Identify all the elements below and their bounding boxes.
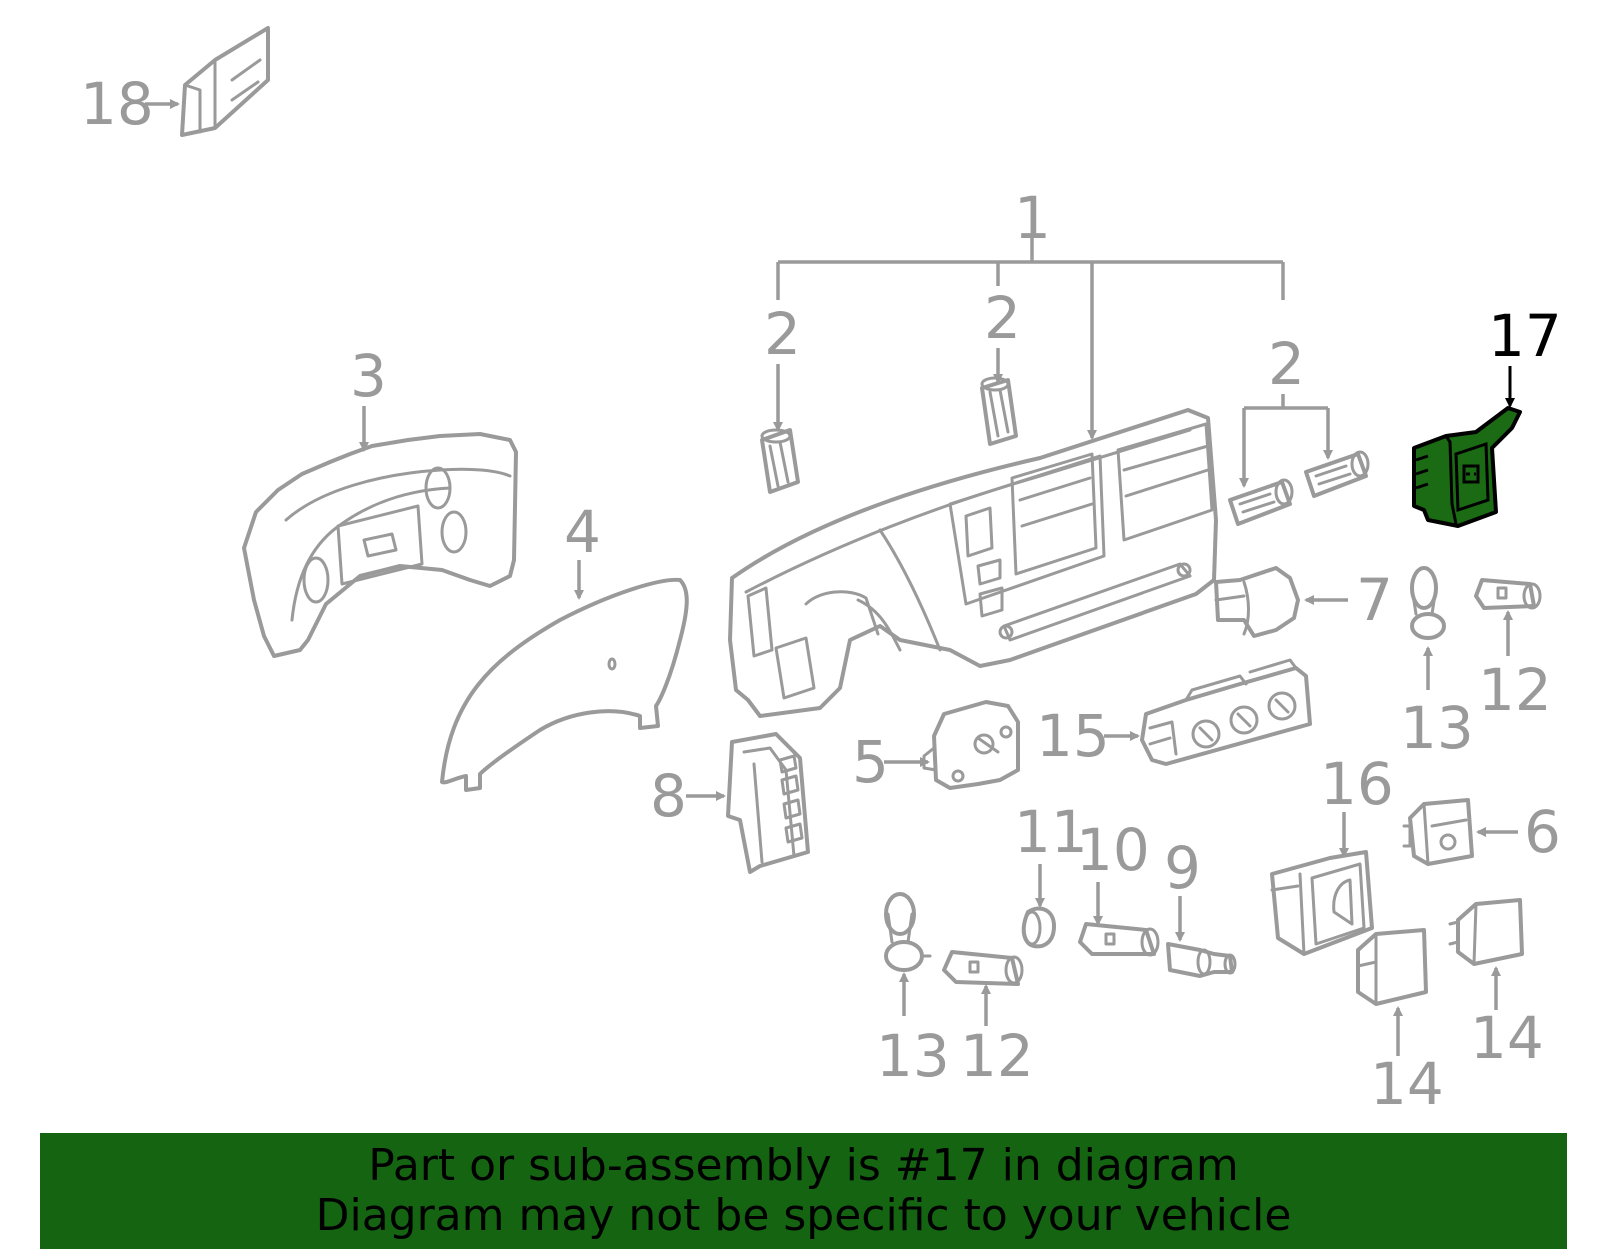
part-18-bracket xyxy=(180,26,270,137)
callout-17: 17 xyxy=(1488,302,1562,370)
callout-4: 4 xyxy=(564,498,601,566)
part-3-instrument-cluster xyxy=(242,432,518,658)
part-16-dimmer-switch xyxy=(1270,850,1374,956)
part-4-cluster-lens xyxy=(440,577,689,792)
banner-line-2: Diagram may not be specific to your vehi… xyxy=(315,1190,1292,1241)
callout-10: 10 xyxy=(1076,816,1150,884)
callout-5: 5 xyxy=(852,728,889,796)
part-5-headlamp-switch xyxy=(922,700,1020,790)
callout-16: 16 xyxy=(1320,750,1394,818)
part-7-knob xyxy=(1214,566,1300,638)
part-2-vent-center xyxy=(980,376,1018,446)
part-9-bulb xyxy=(1166,942,1237,978)
part-14-switch-left xyxy=(1356,928,1428,1006)
callout-12-upper: 12 xyxy=(1478,656,1552,724)
leader-2-right xyxy=(1239,394,1333,488)
part-8-switch-bank xyxy=(726,732,810,874)
callout-8: 8 xyxy=(650,762,687,830)
part-17-highlighted xyxy=(1412,406,1522,528)
banner-line-1: Part or sub-assembly is #17 in diagram xyxy=(368,1140,1239,1191)
callout-3: 3 xyxy=(350,342,387,410)
callout-2-right: 2 xyxy=(1268,330,1305,398)
callout-13-upper: 13 xyxy=(1400,694,1474,762)
callout-15: 15 xyxy=(1036,702,1110,770)
part-12-lamp-upper xyxy=(1474,578,1542,610)
part-11-bulb xyxy=(1021,906,1056,949)
callout-13-lower: 13 xyxy=(876,1022,950,1090)
callout-18: 18 xyxy=(80,70,154,138)
part-13-bulb-socket-upper xyxy=(1410,566,1446,640)
part-10-lamp xyxy=(1078,922,1160,957)
leader-1-tree xyxy=(776,238,1285,440)
part-15-hvac-control xyxy=(1140,658,1312,766)
part-2-vent-right-b xyxy=(1304,450,1370,498)
part-2-vent-left xyxy=(760,428,800,494)
callout-1: 1 xyxy=(1014,184,1051,252)
callout-6: 6 xyxy=(1524,798,1561,866)
callout-14-left: 14 xyxy=(1370,1050,1444,1118)
callout-7: 7 xyxy=(1356,566,1393,634)
callout-2-left: 2 xyxy=(764,300,801,368)
part-2-vent-right-a xyxy=(1228,478,1294,526)
callout-14-right: 14 xyxy=(1470,1004,1544,1072)
callout-11: 11 xyxy=(1014,798,1088,866)
info-banner: Part or sub-assembly is #17 in diagram D… xyxy=(40,1133,1567,1249)
part-12-lamp-lower xyxy=(942,950,1024,986)
callout-2-center: 2 xyxy=(984,284,1021,352)
callout-9: 9 xyxy=(1164,834,1201,902)
part-14-switch-right xyxy=(1448,898,1524,966)
callout-12-lower: 12 xyxy=(960,1022,1034,1090)
part-6-switch xyxy=(1402,798,1474,866)
part-13-bulb-socket-lower xyxy=(884,892,932,972)
part-1-instrument-panel xyxy=(728,408,1218,718)
